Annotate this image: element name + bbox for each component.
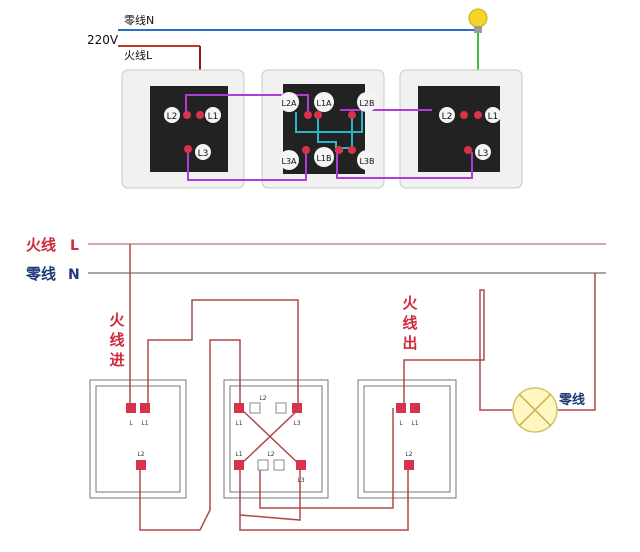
- svg-text:进: 进: [109, 351, 124, 369]
- right-switch-box: [357, 379, 457, 499]
- svg-text:出: 出: [402, 334, 417, 352]
- photo-mid-t6: L3B: [359, 157, 374, 166]
- lamp-icon: [512, 387, 558, 433]
- schematic-live-letter: L: [70, 238, 79, 254]
- right-switch-terminals: L L1 L2: [396, 403, 420, 470]
- sch-right-t1: L: [399, 420, 403, 427]
- photo-right-t2: L1: [488, 112, 499, 122]
- schematic-neutral-letter: N: [68, 267, 80, 283]
- sch-mid-t2: L2: [259, 395, 266, 402]
- photo-neutral-label: 零线N: [124, 13, 154, 27]
- sch-mid-t3: L3: [293, 420, 300, 427]
- photo-mid-t4: L3A: [281, 157, 297, 166]
- live-out-label: 火 线 出: [402, 294, 418, 352]
- svg-text:线: 线: [109, 331, 124, 349]
- lamp-neutral-label: 零线: [558, 392, 585, 408]
- photo-right-t1: L2: [442, 112, 453, 122]
- svg-text:火: 火: [402, 294, 418, 312]
- middle-switch-terminals: L1 L2 L3 L1 L2 L3: [234, 395, 306, 484]
- left-switch-terminals: L L1 L2: [126, 403, 150, 470]
- photo-mid-t1: L2A: [281, 99, 297, 108]
- middle-switch-box: [223, 379, 329, 499]
- bulb-icon: [468, 8, 488, 33]
- photo-mid-t2: L1A: [316, 99, 332, 108]
- photo-traveler-wires: [185, 94, 473, 181]
- right-switch-photo-terminals: L2 L1 L3: [439, 107, 501, 160]
- schematic-neutral-label: 零线: [25, 265, 56, 283]
- sch-right-t3: L2: [405, 451, 412, 458]
- left-switch-photo-terminals: L2 L1 L3: [164, 107, 221, 160]
- right-switch-photo: [399, 69, 523, 189]
- middle-switch-photo: [261, 69, 385, 189]
- photo-live-label: 火线L: [124, 48, 153, 62]
- photo-right-t3: L3: [478, 149, 489, 159]
- photo-section: 零线N 220V 火线L: [87, 8, 523, 189]
- sch-right-t2: L1: [411, 420, 418, 427]
- middle-switch-photo-terminals: L2A L1A L2B L3A L1B L3B: [279, 92, 377, 170]
- live-in-label: 火 线 进: [109, 311, 125, 369]
- schematic-live-label: 火线: [26, 236, 56, 254]
- photo-mid-t3: L2B: [359, 99, 374, 108]
- sch-left-t2: L1: [141, 420, 148, 427]
- sch-mid-t1: L1: [235, 420, 242, 427]
- schematic-section: 火线 L 零线 N: [25, 236, 606, 531]
- sch-mid-t4: L1: [235, 451, 242, 458]
- left-switch-box: [89, 379, 187, 499]
- photo-left-t1: L2: [167, 112, 178, 122]
- svg-text:火: 火: [109, 311, 125, 329]
- photo-left-t2: L1: [208, 112, 219, 122]
- photo-voltage-label: 220V: [87, 33, 119, 47]
- sch-left-t3: L2: [137, 451, 144, 458]
- svg-text:线: 线: [402, 314, 417, 332]
- sch-mid-t5: L2: [267, 451, 274, 458]
- sch-left-t1: L: [129, 420, 133, 427]
- photo-left-t3: L3: [198, 149, 209, 159]
- photo-mid-t5: L1B: [316, 154, 331, 163]
- left-switch-photo: [121, 69, 245, 189]
- schematic-wires: [129, 244, 596, 531]
- sch-mid-t6: L3: [297, 477, 304, 484]
